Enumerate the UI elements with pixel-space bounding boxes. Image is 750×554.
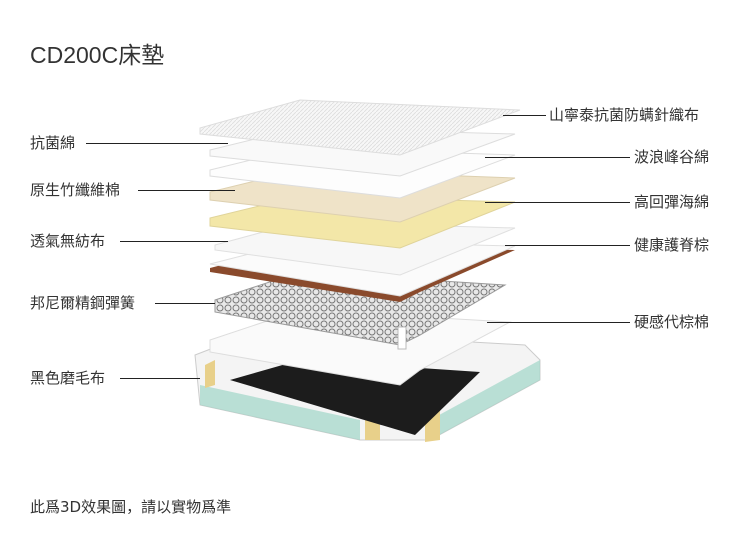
label-brushed-fabric: 黑色磨毛布 [30, 369, 106, 387]
label-knit-fabric: 山寧泰抗菌防螨針織布 [549, 106, 700, 124]
black-brushed-fabric-layer [230, 360, 480, 435]
page-title: CD200C床墊 [30, 42, 165, 68]
leader-line [503, 115, 546, 116]
label-wave-foam: 波浪峰谷綿 [634, 148, 710, 166]
label-nonwoven: 透氣無紡布 [30, 232, 106, 250]
leader-line [120, 241, 228, 242]
label-bonnell-spring: 邦尼爾精鋼彈簧 [30, 294, 136, 312]
spring-edge-post [397, 326, 407, 350]
label-palm: 健康護脊棕 [634, 236, 710, 254]
leader-line [120, 378, 200, 379]
leader-line [505, 245, 630, 246]
leader-line [138, 190, 235, 191]
label-antibacterial-cotton: 抗菌綿 [30, 134, 76, 152]
leader-line [155, 303, 215, 304]
leader-line [485, 157, 630, 158]
label-hard-palm-substitute: 硬感代棕棉 [634, 313, 710, 331]
leader-line [487, 322, 630, 323]
leader-line [485, 202, 630, 203]
label-hr-foam: 高回彈海綿 [634, 193, 710, 211]
label-bamboo-fiber: 原生竹纖維棉 [30, 181, 121, 199]
knit-fabric-layer [199, 99, 521, 156]
disclaimer-text: 此爲3D效果圖，請以實物爲準 [30, 498, 232, 516]
base-frame [194, 329, 541, 442]
leader-line [86, 143, 228, 144]
